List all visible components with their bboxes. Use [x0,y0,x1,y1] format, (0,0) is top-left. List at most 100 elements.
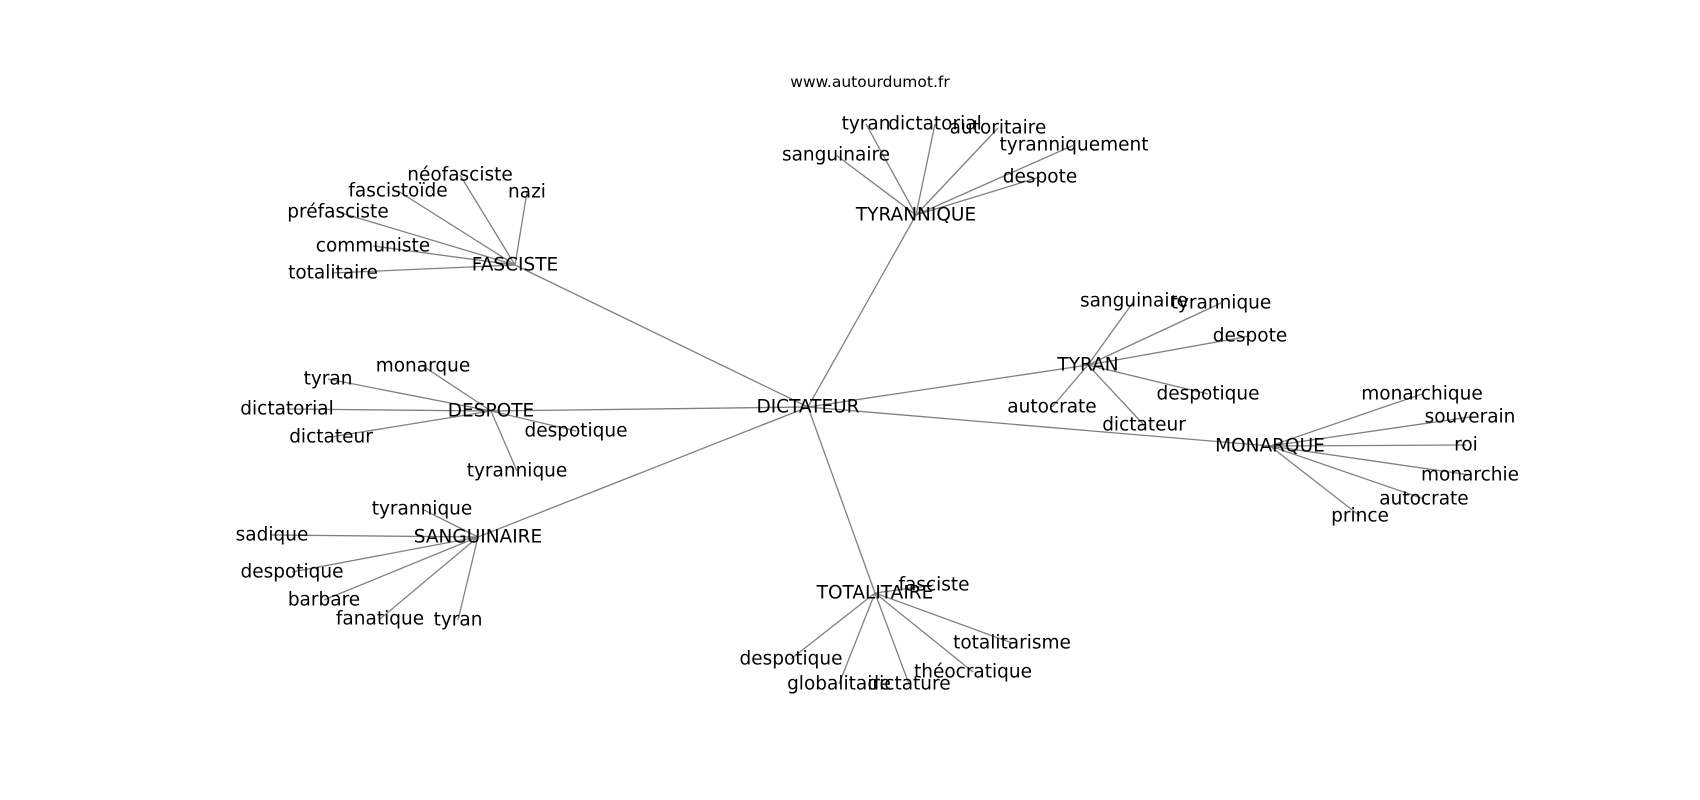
node-sanguinaire-child-5[interactable]: tyran [434,610,483,631]
edge-despote-child-0 [422,365,492,412]
edge-center-fasciste [514,264,809,408]
node-monarque-child-2[interactable]: roi [1454,435,1478,456]
node-despote-child-3[interactable]: dictateur [289,427,373,448]
edge-center-tyran [807,364,1089,408]
node-group-fasciste[interactable]: FASCISTE [472,255,558,276]
node-group-monarque[interactable]: MONARQUE [1215,436,1325,457]
node-group-tyran[interactable]: TYRAN [1056,355,1118,376]
node-monarque-child-4[interactable]: autocrate [1379,489,1468,510]
node-tyrannique-child-1[interactable]: dictatorial [888,114,981,135]
node-totalitaire-child-2[interactable]: théocratique [914,662,1032,683]
node-despote-child-4[interactable]: despotique [524,421,627,442]
edge-sanguinaire-child-5 [457,536,479,621]
node-fasciste-child-3[interactable]: préfasciste [287,202,388,223]
node-fasciste-child-4[interactable]: communiste [316,236,430,257]
edge-totalitaire-child-5 [874,592,910,685]
node-sanguinaire-child-3[interactable]: barbare [288,590,360,611]
edge-tyran-child-2 [1087,335,1251,366]
edge-tyran-child-1 [1087,302,1222,366]
node-totalitaire-child-1[interactable]: totalitarisme [953,633,1071,654]
node-tyran-child-5[interactable]: dictateur [1102,415,1186,436]
edge-tyran-child-4 [1051,364,1089,408]
edge-center-totalitaire [807,406,876,594]
edge-monarque-child-1 [1269,416,1471,447]
edge-totalitaire-child-4 [838,592,876,685]
node-group-tyrannique[interactable]: TYRANNIQUE [855,205,976,226]
node-tyrannique-child-3[interactable]: tyranniquement [1000,135,1149,156]
edge-despote-child-3 [330,410,492,438]
edge-tyran-child-0 [1087,300,1135,366]
edge-tyran-child-3 [1087,364,1209,395]
node-sanguinaire-child-4[interactable]: fanatique [336,609,424,630]
node-fasciste-child-5[interactable]: totalitaire [288,263,378,284]
node-tyran-child-3[interactable]: despotique [1156,384,1259,405]
node-sanguinaire-child-2[interactable]: despotique [240,562,343,583]
node-totalitaire-child-4[interactable]: globalitaire [787,674,891,695]
edge-center-sanguinaire [477,406,809,538]
node-sanguinaire-child-0[interactable]: tyrannique [372,499,473,520]
edge-fasciste-child-3 [337,211,516,266]
node-tyrannique-child-5[interactable]: despote [1003,167,1077,188]
node-despote-child-2[interactable]: dictatorial [240,399,333,420]
edge-tyrannique-child-2 [915,127,999,216]
node-despote-child-5[interactable]: tyrannique [467,461,568,482]
edge-fasciste-child-4 [372,245,516,266]
edge-monarque-child-3 [1269,445,1471,476]
node-totalitaire-child-3[interactable]: despotique [739,649,842,670]
node-group-despote[interactable]: DESPOTE [448,401,534,422]
edge-tyrannique-child-1 [915,123,936,216]
edge-sanguinaire-child-2 [291,536,479,573]
node-group-totalitaire[interactable]: TOTALITAIRE [816,583,934,604]
edge-despote-child-5 [490,410,518,472]
edge-tyrannique-child-4 [835,154,917,216]
edge-monarque-child-5 [1269,445,1361,517]
edge-despote-child-2 [286,408,492,412]
edge-sanguinaire-child-0 [421,508,479,538]
edge-tyrannique-child-3 [915,144,1075,216]
node-tyran-child-2[interactable]: despote [1213,326,1287,347]
edge-tyrannique-child-5 [915,176,1041,216]
edge-fasciste-child-0 [459,174,516,266]
graph-edges [271,123,1471,685]
node-tyran-child-4[interactable]: autocrate [1007,397,1096,418]
site-url[interactable]: www.autourdumot.fr [790,73,950,91]
node-fasciste-child-0[interactable]: néofasciste [407,165,513,186]
edge-fasciste-child-5 [332,264,516,274]
node-group-sanguinaire[interactable]: SANGUINAIRE [414,527,542,548]
edge-tyran-child-5 [1087,364,1145,426]
node-tyrannique-child-0[interactable]: tyran [842,114,891,135]
node-tyran-child-1[interactable]: tyrannique [1171,293,1272,314]
edge-center-tyrannique [807,214,917,408]
edge-fasciste-child-2 [397,190,516,266]
node-tyrannique-child-4[interactable]: sanguinaire [782,145,890,166]
node-monarque-child-5[interactable]: prince [1331,506,1389,527]
edge-monarque-child-2 [1269,444,1467,447]
node-monarque-child-3[interactable]: monarchie [1421,465,1519,486]
edge-tyrannique-child-0 [865,123,917,216]
node-fasciste-child-2[interactable]: fascistoïde [348,181,447,202]
edge-despote-child-1 [327,378,492,412]
edge-totalitaire-child-2 [874,592,974,673]
node-tyran-child-0[interactable]: sanguinaire [1080,291,1188,312]
node-totalitaire-child-5[interactable]: dictature [867,674,950,695]
node-despote-child-0[interactable]: monarque [376,356,471,377]
edge-totalitaire-child-3 [790,592,876,660]
node-monarque-child-1[interactable]: souverain [1425,407,1516,428]
edge-sanguinaire-child-4 [379,536,479,620]
edge-fasciste-child-1 [514,191,528,266]
node-center[interactable]: DICTATEUR [756,397,859,418]
edge-center-monarque [807,406,1271,447]
node-monarque-child-0[interactable]: monarchique [1361,384,1483,405]
edge-center-despote [490,406,809,412]
node-despote-child-1[interactable]: tyran [304,369,353,390]
node-sanguinaire-child-1[interactable]: sadique [236,525,309,546]
node-fasciste-child-1[interactable]: nazi [508,182,546,203]
edge-sanguinaire-child-1 [271,534,479,538]
edge-monarque-child-4 [1269,445,1425,500]
node-tyrannique-child-2[interactable]: autoritaire [950,118,1047,139]
node-totalitaire-child-0[interactable]: fasciste [898,575,969,596]
edge-sanguinaire-child-3 [323,536,479,601]
edge-totalitaire-child-1 [874,592,1013,644]
